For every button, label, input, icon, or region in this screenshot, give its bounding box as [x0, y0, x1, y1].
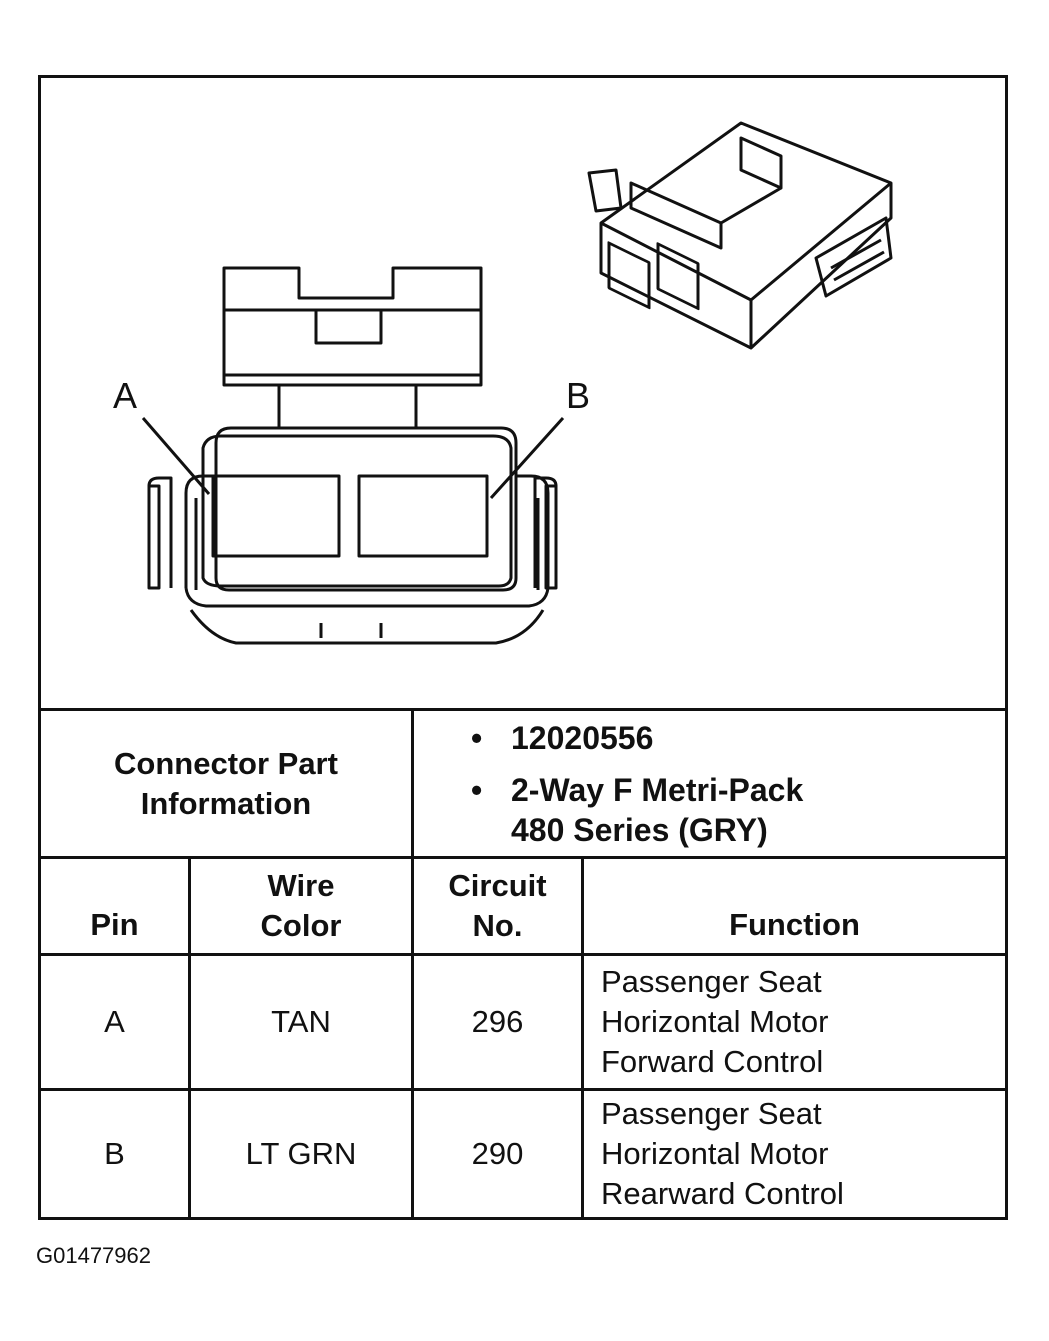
- connector-type: 2-Way F Metri-Pack 480 Series (GRY): [511, 772, 804, 848]
- row-a-circuit: 296: [471, 1004, 524, 1039]
- pin-a-label: A: [113, 375, 137, 416]
- part-number-item: •12020556: [471, 720, 654, 756]
- part-info-bullets: •12020556 •2-Way F Metri-Pack 480 Series…: [471, 718, 803, 850]
- divider-row-a-b: [41, 1088, 1005, 1091]
- isometric-view-connector: [587, 121, 893, 350]
- divider-partinfo-column: [411, 711, 414, 859]
- divider-pin-column: [188, 859, 191, 1220]
- connector-drawing: A B: [113, 121, 893, 645]
- row-b-wire-color: LT GRN: [245, 1136, 357, 1171]
- divider-partinfo-header: [41, 856, 1005, 859]
- row-b-circuit: 290: [471, 1136, 524, 1171]
- connector-type-item: •2-Way F Metri-Pack 480 Series (GRY): [471, 772, 804, 848]
- row-a-pin: A: [104, 1004, 125, 1039]
- row-a-wire-color: TAN: [271, 1004, 331, 1039]
- front-view-connector: [141, 266, 565, 645]
- divider-header-rows: [41, 953, 1005, 956]
- divider-wire-column: [411, 859, 414, 1220]
- pin-b-label: B: [566, 375, 590, 416]
- row-b-pin: B: [104, 1136, 125, 1171]
- row-b-function: Passenger Seat Horizontal Motor Rearward…: [601, 1096, 844, 1211]
- part-number: 12020556: [511, 720, 654, 756]
- divider-circuit-column: [581, 859, 584, 1220]
- header-function: Function: [729, 907, 860, 942]
- header-wire-color: Wire Color: [260, 868, 342, 943]
- header-pin: Pin: [90, 907, 139, 942]
- header-circuit-no: Circuit No.: [448, 868, 547, 943]
- figure-id: G01477962: [36, 1243, 151, 1268]
- connector-part-info-label: Connector Part Information: [114, 745, 338, 821]
- row-a-function: Passenger Seat Horizontal Motor Forward …: [601, 964, 829, 1079]
- divider-drawing-table: [41, 708, 1005, 711]
- connector-info-frame: A B Connector Part Information •12020556…: [38, 75, 1008, 1220]
